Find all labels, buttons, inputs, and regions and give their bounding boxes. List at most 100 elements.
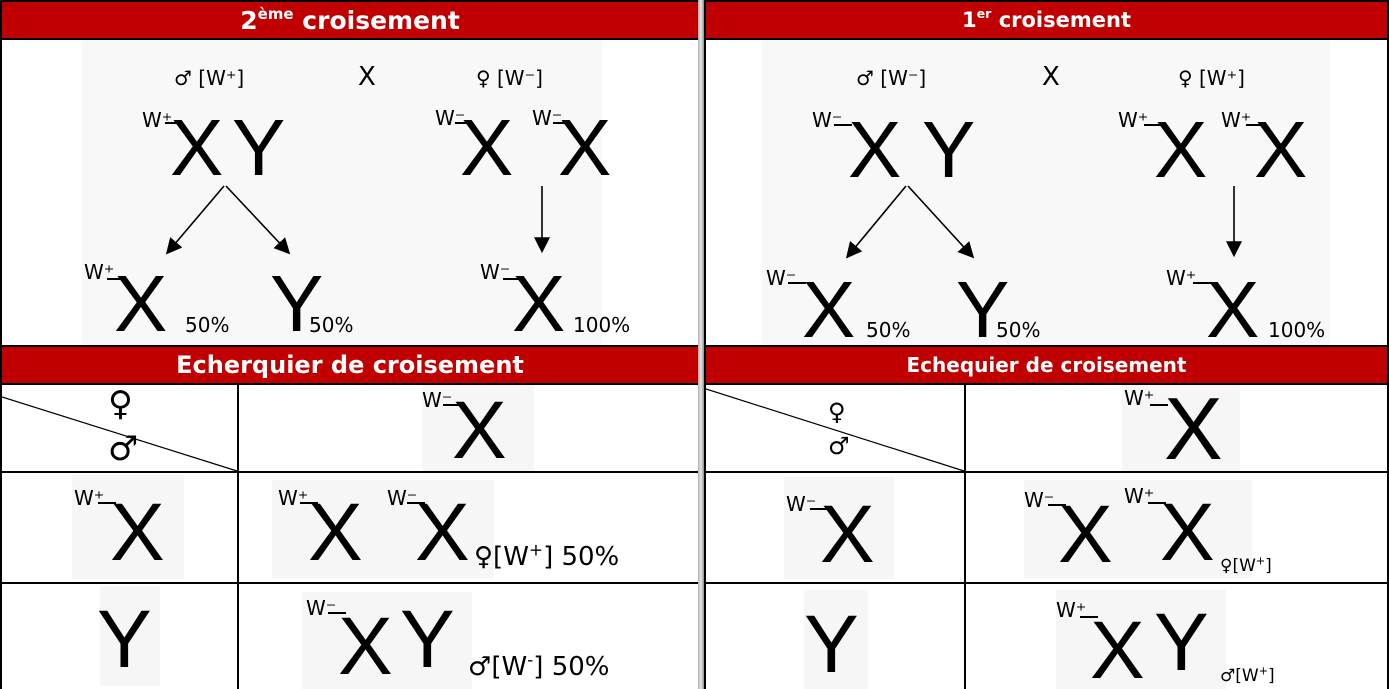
row2-male-y: Y [804, 599, 859, 689]
gamete3-percentage: 100% [1268, 318, 1326, 342]
allele-locus-mark [1246, 124, 1264, 126]
cell-background [100, 586, 160, 686]
cell-background [272, 480, 494, 578]
gamete3-x-chromosome: X [512, 259, 566, 348]
female-sign: ♀ [474, 542, 494, 572]
allele-locus-mark [1048, 504, 1066, 506]
diagram-background [762, 40, 1330, 345]
cross-title-sup: ème [257, 4, 294, 23]
board-title: Echerquier de croisement [176, 351, 524, 379]
female-x2-chromosome: X [1254, 105, 1308, 194]
panel-divider [698, 0, 704, 689]
board-row-divider [2, 582, 698, 584]
allele-locus-mark [455, 122, 471, 124]
female-x2-allele: W⁺ [1221, 108, 1252, 132]
phenotype-sup: - [527, 649, 534, 670]
phenotype-suffix: ] 50% [543, 542, 620, 572]
arrow-to-x-gamete [165, 185, 225, 255]
offspring1-allele1: W⁺ [278, 486, 309, 510]
corner-female-symbol: ♀ [108, 384, 133, 424]
offspring1-x1: X [308, 487, 363, 578]
allele-locus-mark [165, 122, 183, 124]
gamete1-allele: W⁺ [84, 260, 115, 284]
cell-background [1056, 590, 1226, 689]
column-female-allele: W⁻ [422, 388, 453, 412]
row1-male-allele: W⁺ [74, 486, 105, 510]
female-x1-allele: W⁺ [1118, 108, 1149, 132]
female-x2-chromosome: X [558, 103, 612, 192]
gamete2-percentage: 50% [309, 313, 354, 337]
allele-locus-mark [810, 508, 828, 510]
board-header: Echerquier de croisement [2, 347, 698, 385]
cell-background [422, 385, 534, 471]
cross-header: 2ème croisement [2, 2, 698, 40]
phenotype-prefix: [W [1232, 556, 1256, 576]
cell-background [804, 590, 868, 689]
offspring2-phenotype: ♂[W-] 50% [468, 651, 609, 680]
phenotype-prefix: [W [1235, 666, 1259, 686]
gamete3-allele: W⁻ [480, 260, 511, 284]
phenotype-suffix: ] [1267, 666, 1275, 686]
gamete1-x-chromosome: X [114, 259, 168, 348]
gamete2-y-chromosome: Y [956, 265, 1010, 354]
allele-locus-mark [1148, 502, 1166, 504]
corner-male-symbol: ♂ [828, 432, 850, 460]
female-sign: ♀ [1220, 556, 1233, 576]
allele-locus-mark [1193, 282, 1211, 284]
offspring2-allele: W⁺ [1056, 598, 1087, 622]
offspring2-y: Y [1154, 597, 1209, 688]
male-x-chromosome: X [848, 105, 902, 194]
phenotype-sup: + [1255, 554, 1266, 568]
board-title: Echequier de croisement [906, 353, 1187, 377]
column-female-x: X [452, 385, 507, 476]
arrow-to-y-gamete [225, 185, 291, 255]
female-x1-chromosome: X [460, 103, 514, 192]
offspring1-allele2: W⁺ [1124, 484, 1155, 508]
male-x-allele: W⁺ [142, 108, 173, 132]
parent-female-phenotype: ♀ [W⁺] [1178, 66, 1245, 90]
allele-locus-mark [1080, 616, 1098, 618]
cell-background [1122, 385, 1240, 471]
row1-male-allele: W⁻ [786, 492, 817, 516]
board-col-divider [964, 385, 966, 689]
cross-header: 1er croisement [706, 2, 1387, 40]
board-row-divider [2, 471, 698, 473]
male-y-chromosome: Y [232, 103, 286, 192]
allele-locus-mark [553, 122, 569, 124]
gamete3-x-chromosome: X [1206, 265, 1260, 354]
offspring2-phenotype: ♂[W+] [1220, 665, 1275, 686]
allele-locus-mark [407, 502, 425, 504]
allele-locus-mark [443, 404, 461, 406]
corner-female-symbol: ♀ [828, 398, 846, 426]
cross-title-text: croisement [991, 8, 1131, 32]
column-female-x: X [1164, 379, 1223, 478]
allele-locus-mark [503, 278, 519, 280]
female-x1-chromosome: X [1154, 105, 1208, 194]
segregation-arrows [845, 185, 1242, 259]
gamete3-allele: W⁺ [1166, 266, 1197, 290]
offspring1-phenotype: ♀[W+] [1220, 555, 1272, 576]
arrow-to-x-gamete [845, 185, 907, 259]
allele-locus-mark [834, 124, 852, 126]
cross-diagram: ♂ [W⁺] X ♀ [W⁻] W⁺ X Y W⁻ X W⁻ X W⁺ X 50… [2, 40, 698, 347]
cross-symbol: X [1042, 62, 1060, 92]
gamete1-percentage: 50% [866, 318, 911, 342]
offspring1-allele1: W⁻ [1024, 488, 1055, 512]
cell-background [302, 592, 472, 689]
board-row-divider [706, 582, 1387, 584]
board-header: Echequier de croisement [706, 347, 1387, 385]
male-sign: ♂ [1220, 666, 1236, 686]
offspring1-allele2: W⁻ [387, 486, 418, 510]
phenotype-sup: + [1258, 664, 1268, 678]
offspring2-x: X [338, 601, 393, 689]
offspring1-x2: X [415, 487, 470, 578]
gamete1-percentage: 50% [185, 313, 230, 337]
corner-male-symbol: ♂ [108, 429, 139, 469]
column-female-allele: W⁺ [1124, 386, 1155, 410]
gamete1-x-chromosome: X [802, 265, 856, 354]
offspring1-x2: X [1160, 487, 1215, 578]
gamete2-y-chromosome: Y [270, 259, 324, 348]
parent-male-phenotype: ♂ [W⁺] [174, 66, 245, 90]
row1-male-x: X [110, 487, 165, 578]
cross-symbol: X [358, 62, 376, 92]
